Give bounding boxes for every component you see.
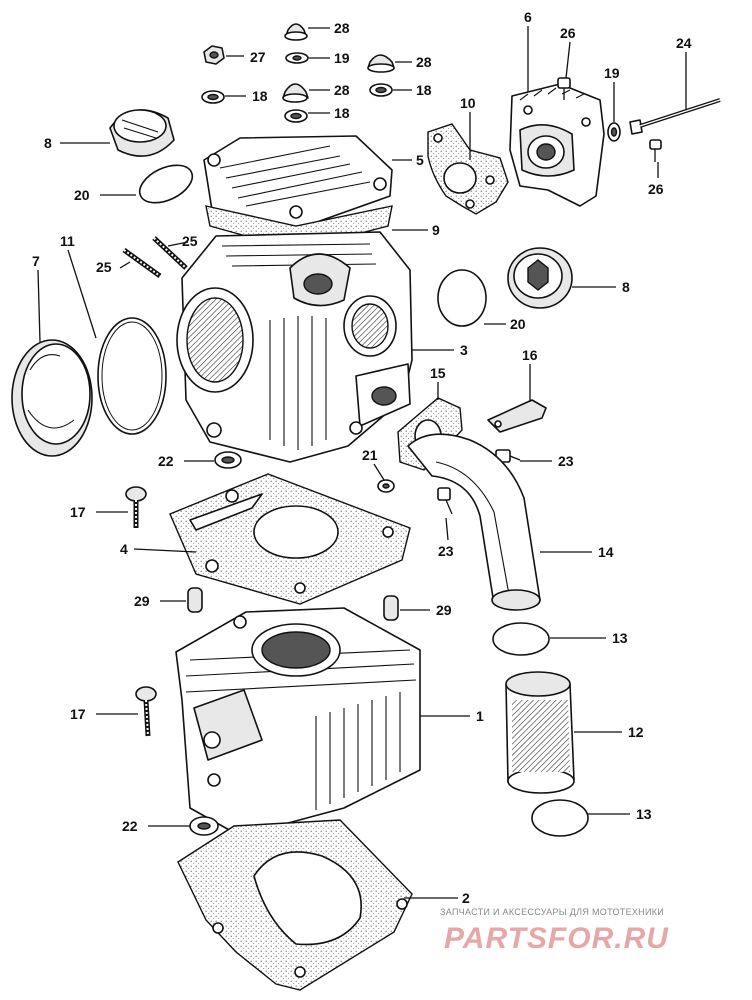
callout-28-top: 28 xyxy=(334,20,350,36)
tappet-cap-8-right xyxy=(507,247,573,309)
callout-27: 27 xyxy=(250,49,266,65)
callout-labels: 28 27 19 28 18 28 18 18 6 26 19 24 8 10 … xyxy=(32,9,692,906)
callout-18-center: 18 xyxy=(334,105,350,121)
side-cover-7 xyxy=(11,339,93,457)
cap-nut-28-right xyxy=(367,54,395,73)
callout-19-right: 19 xyxy=(604,65,620,81)
callout-6: 6 xyxy=(524,9,532,25)
head-cover-gasket-9 xyxy=(205,205,393,251)
cylinder-head-3 xyxy=(176,231,413,463)
callout-7: 7 xyxy=(32,253,40,269)
watermark: ЗАПЧАСТИ И АКСЕССУАРЫ ДЛЯ МОТОТЕХНИКИ PA… xyxy=(440,907,669,955)
side-cover-gasket-11 xyxy=(97,317,167,435)
filter-element-12 xyxy=(505,671,575,794)
callout-1: 1 xyxy=(476,708,484,724)
callout-8-right: 8 xyxy=(622,279,630,295)
callout-13-upper: 13 xyxy=(612,630,628,646)
washer-22-lower xyxy=(189,816,219,836)
washer-18-left xyxy=(201,90,225,104)
callout-2: 2 xyxy=(462,890,470,906)
callout-29-left: 29 xyxy=(134,593,150,609)
bolt-17-upper xyxy=(125,486,147,528)
callout-26-top: 26 xyxy=(560,25,576,41)
o-ring-13-lower xyxy=(531,799,589,837)
stud-25-upper xyxy=(152,236,188,270)
callout-24: 24 xyxy=(676,35,692,51)
callout-8-left: 8 xyxy=(44,135,52,151)
callout-25-upper: 25 xyxy=(182,233,198,249)
callout-11: 11 xyxy=(60,233,75,249)
bolt-17-lower xyxy=(135,686,157,737)
cam-holder-6 xyxy=(509,83,605,207)
nut-27 xyxy=(203,45,225,65)
washer-18-center xyxy=(284,109,308,123)
callout-29-right: 29 xyxy=(436,602,452,618)
callout-14: 14 xyxy=(598,544,614,560)
head-gasket-4 xyxy=(169,473,411,605)
bracket-16 xyxy=(487,399,547,433)
intake-pipe-14 xyxy=(407,433,541,611)
callout-28-center: 28 xyxy=(334,82,350,98)
stud-25-lower xyxy=(122,247,162,279)
washer-18-right xyxy=(369,83,393,97)
bolt-26-top xyxy=(557,77,571,100)
cylinder-1 xyxy=(175,607,421,837)
callout-26-lower: 26 xyxy=(648,181,664,197)
callout-17-lower: 17 xyxy=(70,706,86,722)
dowel-pin-29-right xyxy=(383,595,399,621)
callout-4: 4 xyxy=(120,541,128,557)
callout-15: 15 xyxy=(430,365,446,381)
base-gasket-2 xyxy=(177,819,413,991)
o-ring-20-right xyxy=(437,269,487,327)
callout-23-upper: 23 xyxy=(558,453,574,469)
leader-lines xyxy=(37,26,687,899)
callout-12: 12 xyxy=(628,724,644,740)
callout-22-lower: 22 xyxy=(122,818,138,834)
callout-19-top: 19 xyxy=(334,50,350,66)
callout-3: 3 xyxy=(460,342,468,358)
o-ring-13-upper xyxy=(492,622,550,656)
callout-28-right: 28 xyxy=(416,54,432,70)
callout-20-right: 20 xyxy=(510,316,526,332)
callout-10: 10 xyxy=(460,95,476,111)
washer-21 xyxy=(377,479,395,493)
watermark-brand: PARTSFOR.RU xyxy=(444,922,669,955)
cap-nut-28-top xyxy=(284,23,308,41)
callout-18-right: 18 xyxy=(416,82,432,98)
callout-21: 21 xyxy=(362,447,378,463)
callout-13-lower: 13 xyxy=(636,806,652,822)
head-cover-5 xyxy=(203,135,393,229)
dowel-pin-29-left xyxy=(187,587,203,613)
bolt-26-lower xyxy=(649,139,662,162)
washer-22-upper xyxy=(214,451,242,469)
cap-nut-28-left xyxy=(282,83,309,103)
callout-20-left: 20 xyxy=(74,187,90,203)
callout-18-left: 18 xyxy=(252,88,268,104)
callout-17-upper: 17 xyxy=(70,504,86,520)
washer-19-top xyxy=(285,52,309,64)
gasket-10 xyxy=(427,123,509,215)
callout-22-upper: 22 xyxy=(158,453,174,469)
callout-25-lower: 25 xyxy=(96,259,112,275)
washer-19-right xyxy=(607,122,621,142)
bolt-23-lower xyxy=(437,487,453,515)
tappet-cap-8-left xyxy=(109,109,175,157)
callout-16: 16 xyxy=(522,347,538,363)
watermark-tagline: ЗАПЧАСТИ И АКСЕССУАРЫ ДЛЯ МОТОТЕХНИКИ xyxy=(440,907,664,917)
callout-9: 9 xyxy=(432,222,440,238)
callout-23-lower: 23 xyxy=(438,543,454,559)
callout-5: 5 xyxy=(416,152,424,168)
bolt-24 xyxy=(629,98,721,135)
o-ring-20-left xyxy=(138,164,194,204)
